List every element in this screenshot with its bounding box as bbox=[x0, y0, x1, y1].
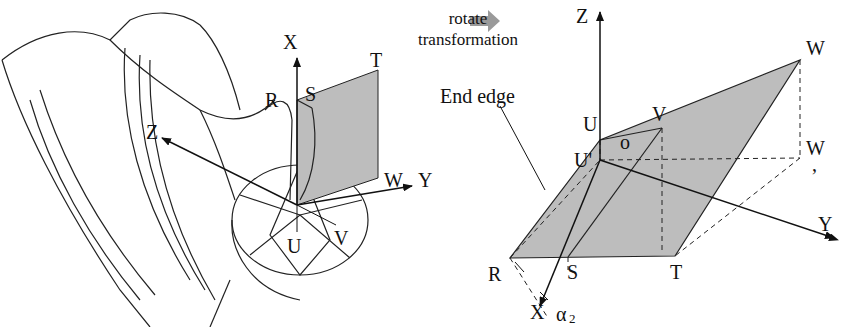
point-label: V bbox=[652, 104, 666, 124]
angle-label: 2 bbox=[569, 312, 576, 325]
axis-label: X bbox=[283, 32, 297, 52]
point-label: R bbox=[488, 264, 501, 284]
point-label: S bbox=[305, 84, 316, 104]
rotated-plane bbox=[510, 60, 800, 258]
point-label: U' bbox=[574, 150, 592, 170]
projection-lines bbox=[510, 60, 800, 318]
annotation-text: rotate transformation bbox=[412, 8, 524, 51]
axis-label: Z bbox=[576, 6, 588, 26]
axis-label: Z bbox=[146, 122, 158, 142]
axes bbox=[540, 12, 838, 318]
annotation-text: End edge bbox=[440, 86, 515, 106]
axes bbox=[162, 58, 412, 232]
axis-label: Y bbox=[818, 214, 832, 234]
leader-line bbox=[500, 106, 545, 190]
axis-label: Y bbox=[418, 170, 432, 190]
point-label: U bbox=[287, 236, 301, 256]
point-label: W bbox=[384, 170, 403, 190]
point-label: U bbox=[583, 114, 597, 134]
point-label: , bbox=[812, 154, 817, 174]
point-label: S bbox=[567, 262, 578, 282]
point-label: V bbox=[334, 228, 348, 248]
axis-label: X bbox=[530, 302, 544, 322]
origin-label: o bbox=[620, 132, 630, 152]
point-label: T bbox=[670, 262, 682, 282]
point-label: R bbox=[265, 90, 278, 110]
point-label: T bbox=[370, 50, 382, 70]
angle-label: α bbox=[556, 304, 566, 324]
section-plane bbox=[297, 70, 378, 205]
point-label: W bbox=[806, 38, 825, 58]
